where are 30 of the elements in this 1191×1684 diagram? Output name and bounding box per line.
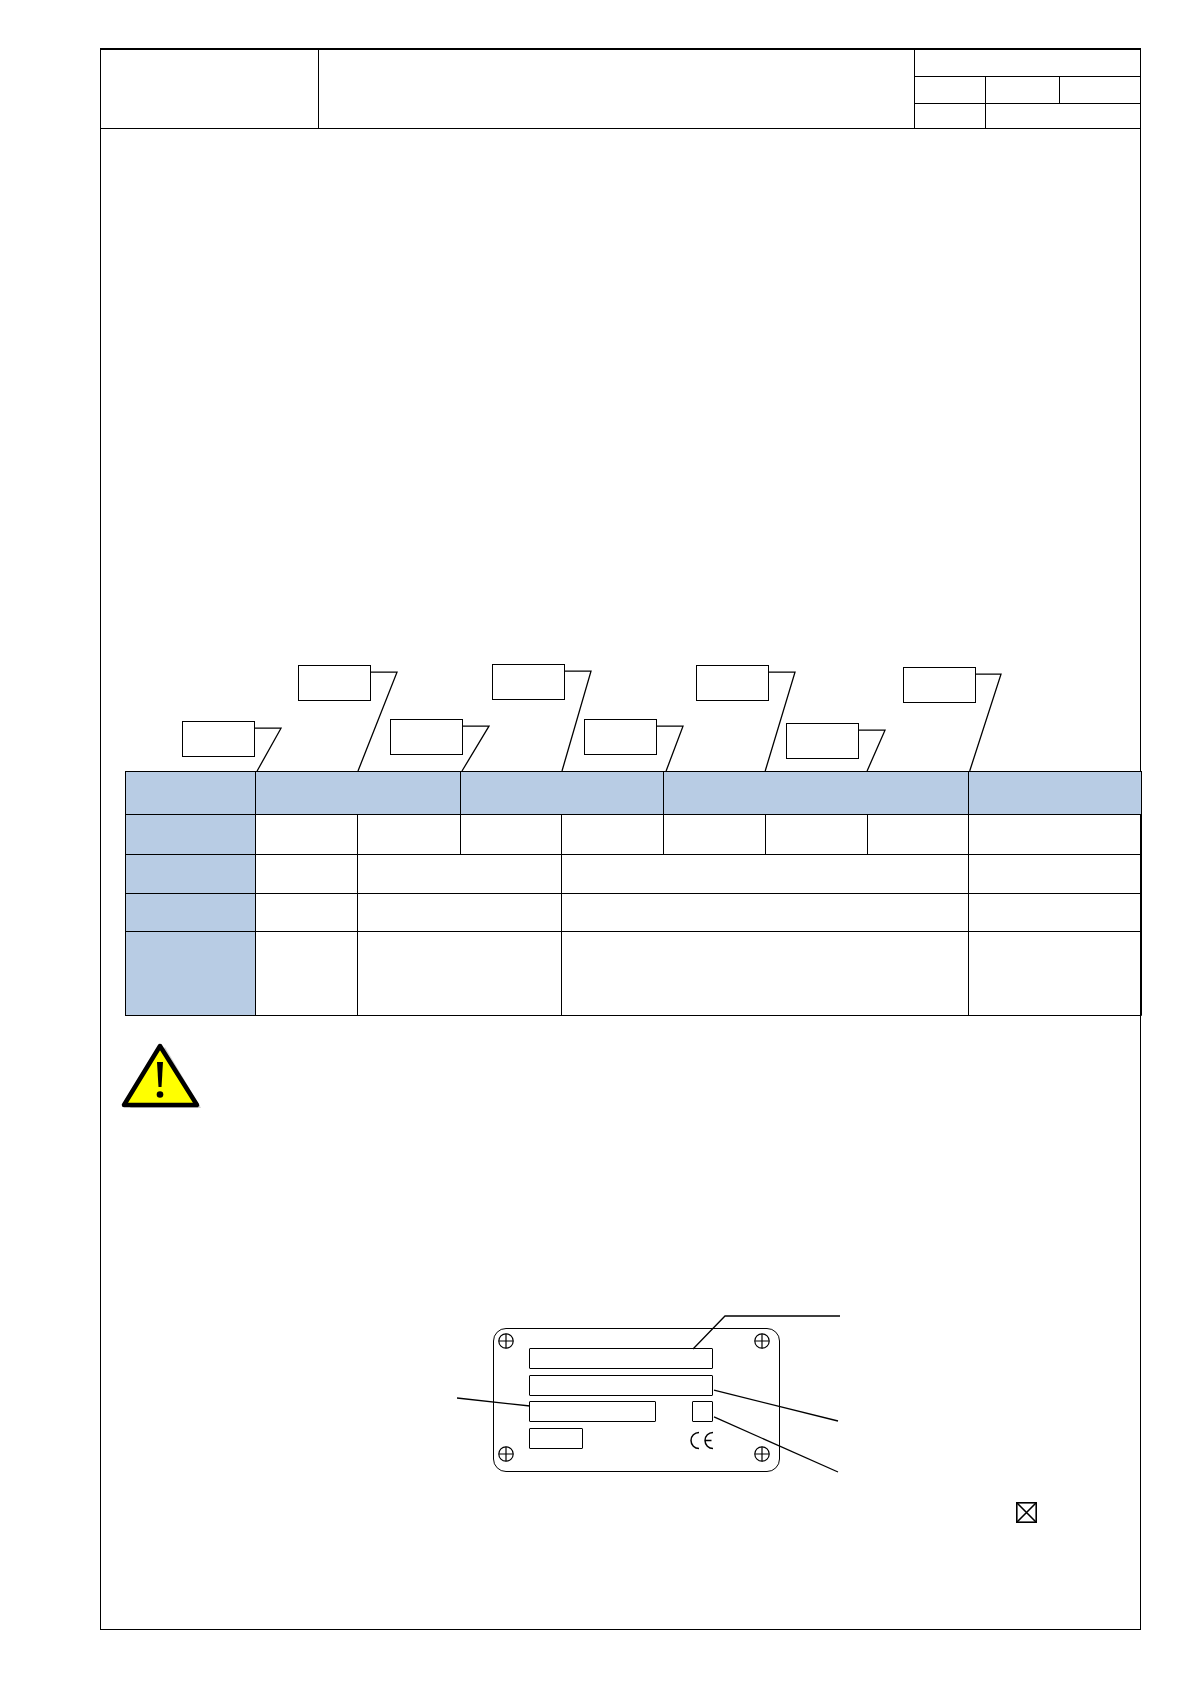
leader-line <box>357 671 398 772</box>
table-header-cell <box>968 771 1142 815</box>
nameplate-field <box>529 1375 714 1397</box>
callout-box <box>390 719 463 755</box>
callout-box <box>182 721 255 757</box>
leader-line <box>656 725 684 772</box>
leader-line <box>858 729 886 772</box>
table-header-cell <box>663 771 969 815</box>
marking-field <box>692 1401 714 1423</box>
nameplate-field <box>529 1348 714 1370</box>
leader-line <box>561 670 592 772</box>
leader-line <box>969 673 1002 772</box>
nameplate <box>493 1328 780 1472</box>
callout-box <box>786 723 859 759</box>
leader-line <box>456 1397 531 1407</box>
callout-box <box>903 667 976 703</box>
callout-box <box>584 719 657 755</box>
callout-box <box>696 665 769 701</box>
leader-line <box>713 1416 839 1473</box>
table-header-cell <box>255 771 461 815</box>
leader-line <box>764 671 796 772</box>
nameplate-field <box>529 1401 657 1423</box>
callout-box <box>298 665 371 701</box>
leader-line <box>254 727 283 772</box>
leader-line <box>713 1389 839 1422</box>
leader-line <box>692 1315 841 1350</box>
table-header-cell <box>460 771 664 815</box>
leader-line <box>461 725 491 772</box>
callout-box <box>492 664 565 700</box>
nameplate-field <box>529 1428 584 1450</box>
